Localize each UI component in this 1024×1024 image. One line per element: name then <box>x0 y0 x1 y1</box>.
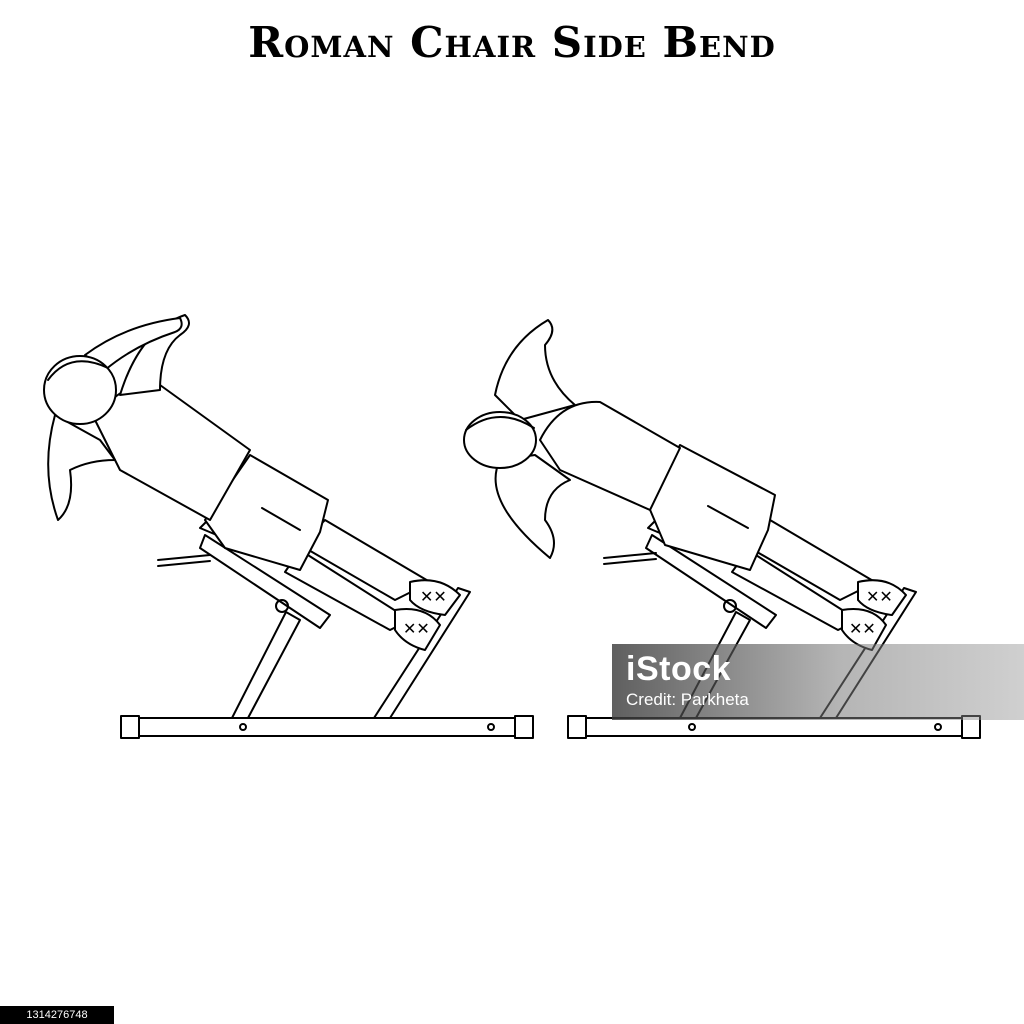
watermark-banner: iStock Credit: Parkheta <box>612 644 1024 720</box>
istock-logo: iStock <box>626 650 732 688</box>
svg-text:✕✕: ✕✕ <box>849 619 876 638</box>
svg-text:✕✕: ✕✕ <box>866 587 893 606</box>
figure-right: ✕✕ ✕✕ <box>463 319 907 651</box>
page-title: Roman Chair Side Bend <box>248 18 776 67</box>
svg-text:✕✕: ✕✕ <box>420 587 447 606</box>
figure-left: ✕✕ ✕✕ <box>43 314 461 651</box>
credit-label: Credit: Parkheta <box>626 690 749 709</box>
stock-id-label: 1314276748 <box>0 1006 114 1024</box>
svg-text:✕✕: ✕✕ <box>403 619 430 638</box>
